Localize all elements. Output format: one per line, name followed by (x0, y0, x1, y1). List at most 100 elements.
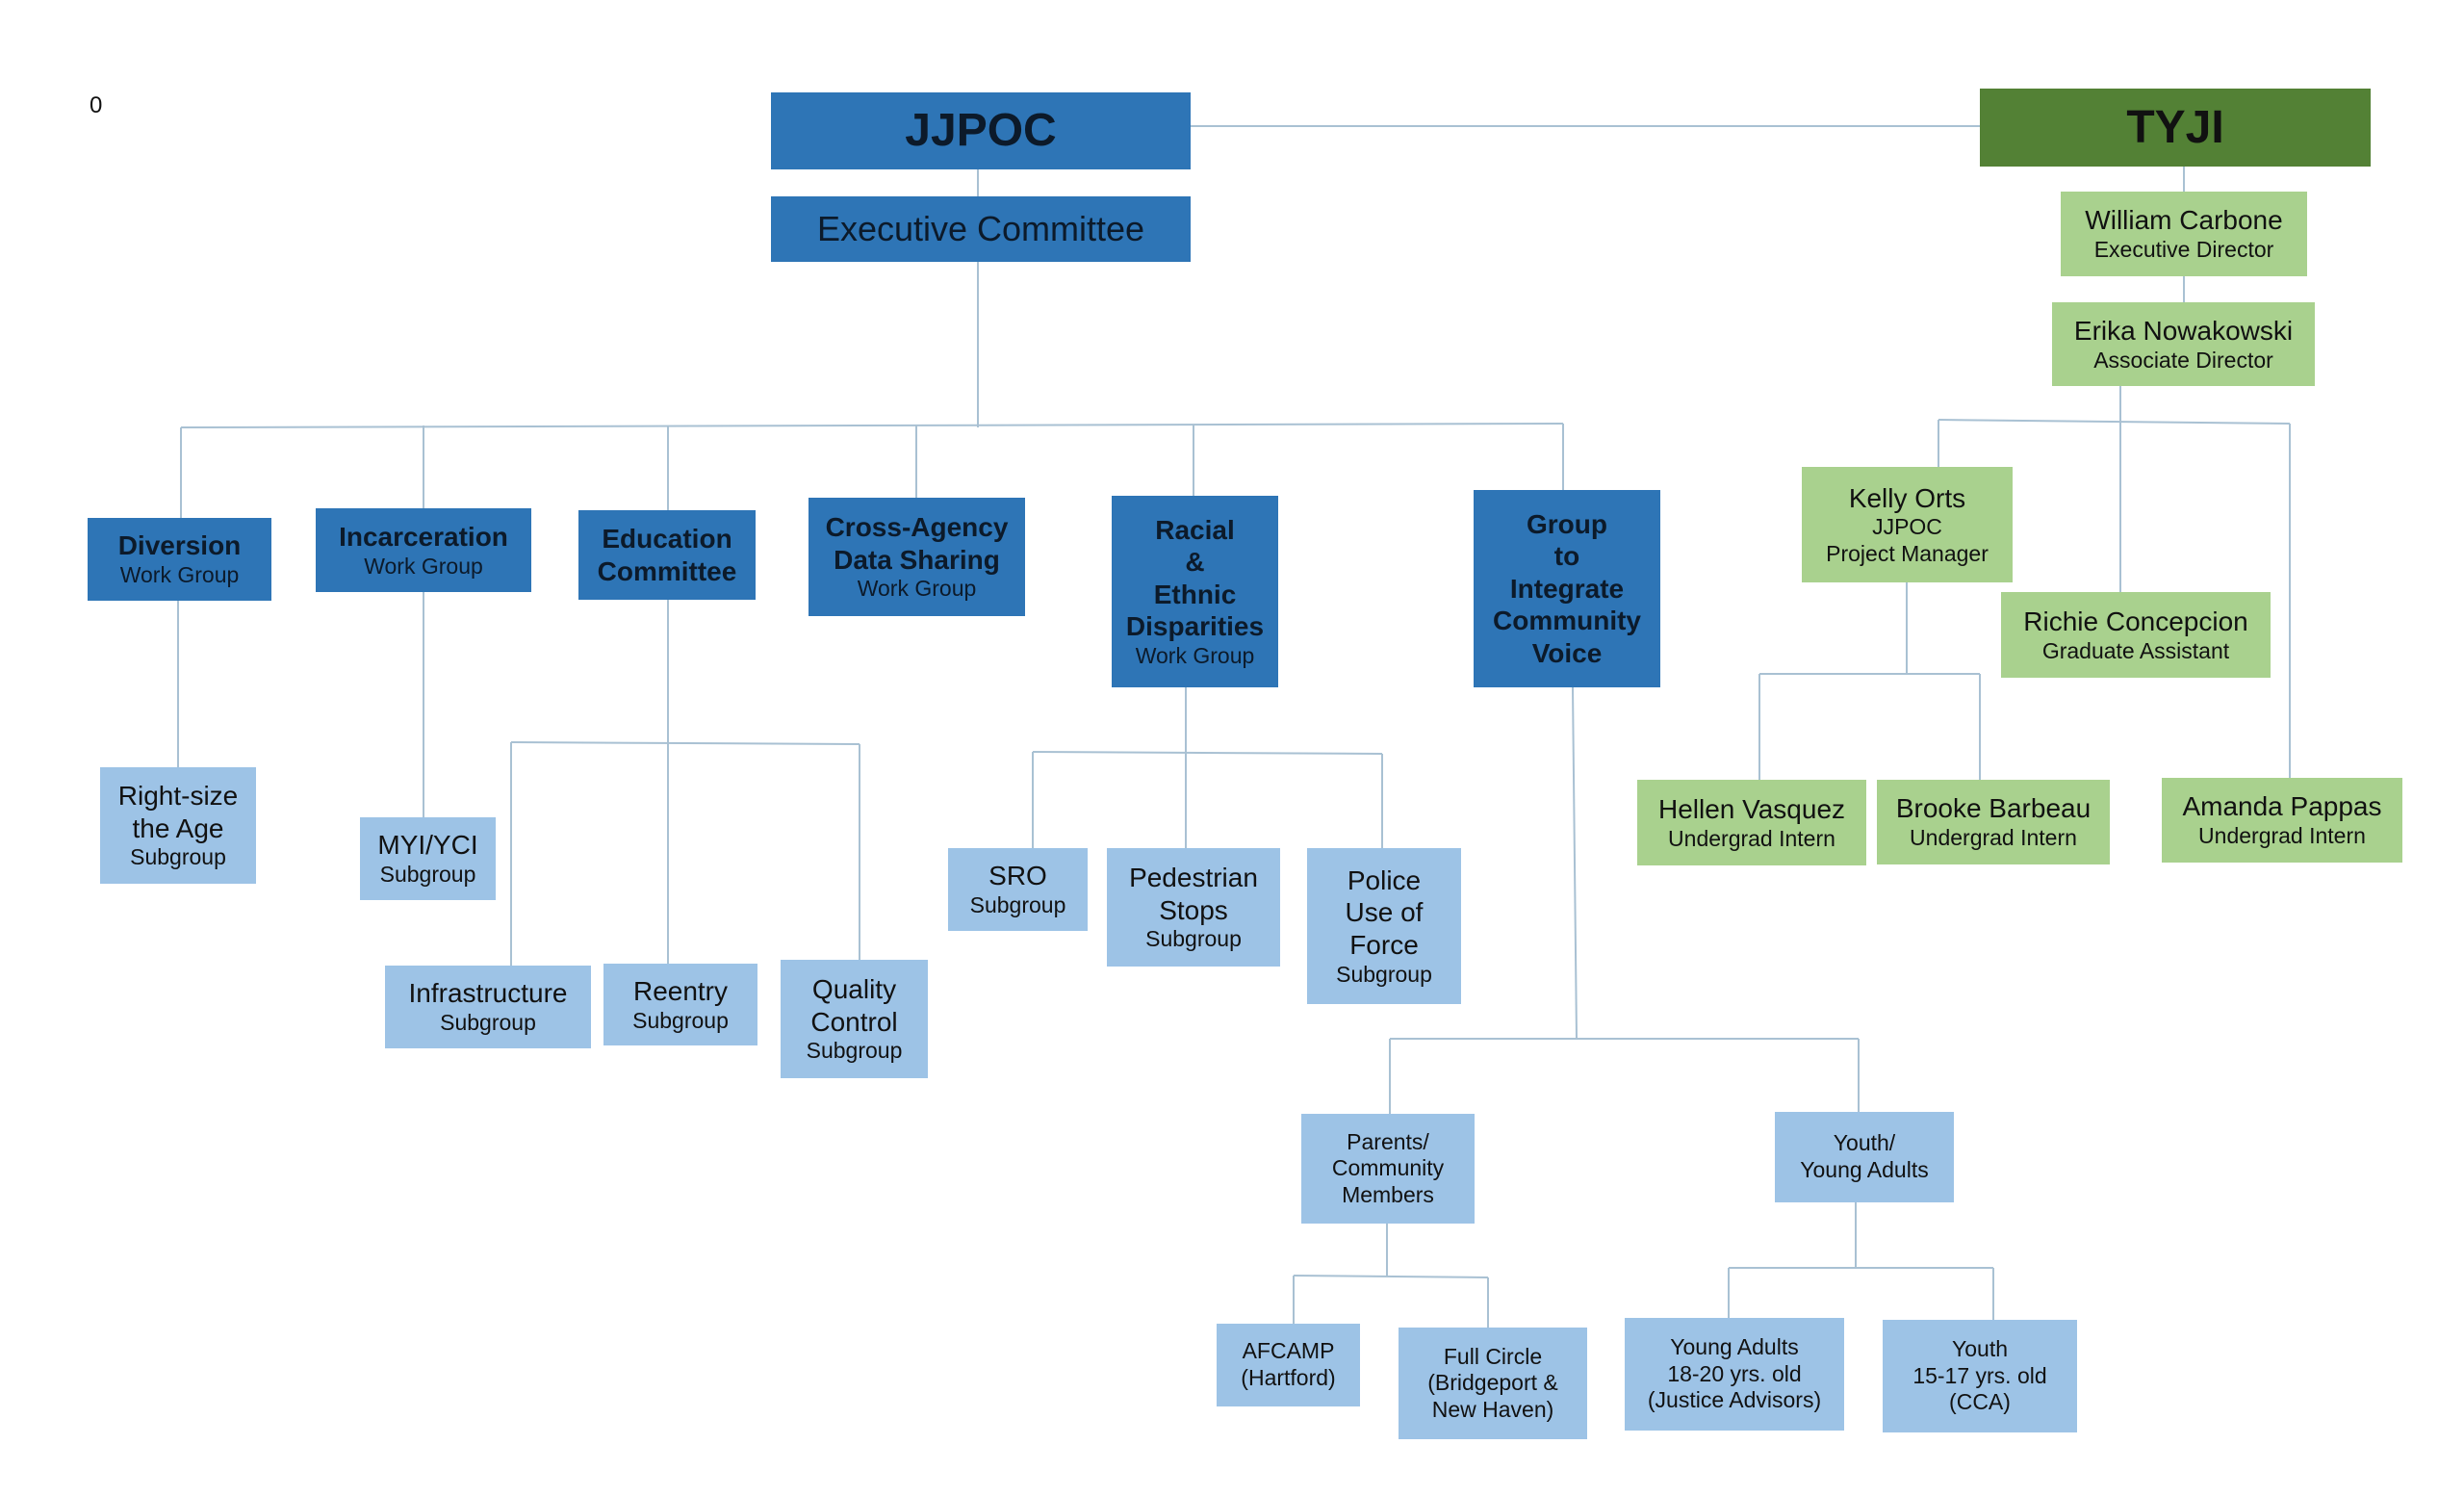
reentry-subgroup: Reentry Subgroup (603, 964, 757, 1045)
youth-line2: 15-17 yrs. old (1912, 1362, 2047, 1388)
barbeau-box: Brooke Barbeau Undergrad Intern (1877, 780, 2110, 864)
youth-adults-line2: Young Adults (1800, 1157, 1929, 1182)
carbone-box: William Carbone Executive Director (2061, 192, 2307, 276)
orts-box: Kelly Orts JJPOC Project Manager (1802, 467, 2013, 582)
barbeau-role: Undergrad Intern (1910, 825, 2077, 850)
youth-box: Youth 15-17 yrs. old (CCA) (1883, 1320, 2077, 1432)
diversion-work-group: Diversion Work Group (88, 518, 271, 601)
community-voice-group: Group to Integrate Community Voice (1474, 490, 1660, 687)
full-circle-line3: New Haven) (1431, 1396, 1554, 1422)
full-circle-line2: (Bridgeport & (1427, 1370, 1558, 1396)
young-adults-line3: (Justice Advisors) (1647, 1387, 1822, 1413)
racial-line2: & (1185, 547, 1205, 578)
myi-sub: Subgroup (379, 862, 476, 887)
cross-agency-work-group: Cross-Agency Data Sharing Work Group (808, 498, 1025, 616)
vasquez-name: Hellen Vasquez (1657, 793, 1846, 824)
parents-line2: Community (1331, 1155, 1445, 1181)
right-size-sub: Subgroup (130, 844, 226, 870)
parents-line1: Parents/ (1347, 1128, 1429, 1154)
pedestrian-stops-subgroup: Pedestrian Stops Subgroup (1107, 848, 1280, 967)
sro-subgroup: SRO Subgroup (948, 848, 1088, 931)
pappas-role: Undergrad Intern (2198, 823, 2366, 848)
youth-line3: (CCA) (1949, 1389, 2011, 1415)
executive-committee-box: Executive Committee (771, 196, 1191, 262)
orts-role1: JJPOC (1872, 514, 1942, 540)
racial-line4: Disparities (1125, 611, 1265, 642)
pappas-name: Amanda Pappas (2182, 791, 2382, 822)
community-line1: Group (1527, 508, 1607, 539)
quality-line1: Quality (811, 974, 897, 1005)
barbeau-name: Brooke Barbeau (1895, 793, 2092, 824)
concepcion-name: Richie Concepcion (2023, 606, 2248, 636)
vasquez-role: Undergrad Intern (1668, 825, 1835, 851)
vasquez-box: Hellen Vasquez Undergrad Intern (1637, 780, 1866, 865)
young-adults-line1: Young Adults (1670, 1334, 1799, 1360)
afcamp-line1: AFCAMP (1242, 1338, 1335, 1364)
infrastructure-subgroup: Infrastructure Subgroup (385, 966, 591, 1048)
cross-agency-line1: Cross-Agency (825, 512, 1009, 543)
executive-committee-label: Executive Committee (816, 209, 1145, 249)
quality-sub: Subgroup (806, 1038, 903, 1064)
racial-sub: Work Group (1135, 642, 1255, 668)
incarceration-sub: Work Group (364, 553, 483, 579)
community-line4: Community (1493, 606, 1641, 636)
community-line2: to (1553, 541, 1580, 572)
education-line1: Education (602, 523, 732, 554)
carbone-role: Executive Director (2093, 237, 2274, 262)
afcamp-line2: (Hartford) (1241, 1365, 1336, 1390)
education-line2: Committee (597, 555, 737, 586)
youth-line1: Youth (1952, 1336, 2008, 1362)
incarceration-title: Incarceration (339, 521, 508, 552)
sro-title: SRO (988, 861, 1047, 891)
incarceration-work-group: Incarceration Work Group (316, 508, 531, 592)
community-line5: Voice (1531, 637, 1603, 668)
sro-sub: Subgroup (969, 892, 1066, 917)
right-size-subgroup: Right-size the Age Subgroup (100, 767, 256, 884)
pedestrian-line2: Stops (1159, 894, 1228, 925)
myi-title: MYI/YCI (377, 830, 478, 861)
young-adults-box: Young Adults 18-20 yrs. old (Justice Adv… (1625, 1318, 1844, 1431)
community-line3: Integrate (1509, 573, 1625, 604)
police-sub: Subgroup (1336, 961, 1432, 987)
pappas-box: Amanda Pappas Undergrad Intern (2162, 778, 2402, 863)
racial-line1: Racial (1155, 514, 1235, 545)
cross-agency-line2: Data Sharing (834, 544, 1000, 575)
full-circle-line1: Full Circle (1443, 1343, 1543, 1369)
cross-agency-sub: Work Group (857, 576, 977, 602)
nowakowski-name: Erika Nowakowski (2073, 315, 2294, 346)
myi-yci-subgroup: MYI/YCI Subgroup (360, 817, 496, 900)
tyji-box: TYJI (1980, 89, 2371, 167)
police-force-subgroup: Police Use of Force Subgroup (1307, 848, 1461, 1004)
police-line1: Police (1347, 864, 1422, 895)
reentry-title: Reentry (632, 975, 729, 1006)
parents-line3: Members (1342, 1181, 1434, 1207)
education-committee: Education Committee (578, 510, 756, 600)
jjpoc-box: JJPOC (771, 92, 1191, 169)
youth-adults-line1: Youth/ (1833, 1130, 1896, 1156)
pedestrian-sub: Subgroup (1145, 926, 1242, 952)
parents-community-box: Parents/ Community Members (1301, 1114, 1475, 1224)
racial-line3: Ethnic (1153, 579, 1237, 609)
reentry-sub: Subgroup (632, 1007, 729, 1033)
concepcion-role: Graduate Assistant (2041, 637, 2230, 663)
right-size-line1: Right-size (117, 781, 239, 812)
youth-young-adults-box: Youth/ Young Adults (1775, 1112, 1954, 1202)
jjpoc-title: JJPOC (905, 105, 1057, 157)
diversion-sub: Work Group (119, 562, 240, 587)
tyji-title: TYJI (2126, 101, 2224, 153)
orts-role2: Project Manager (1826, 540, 1989, 566)
pedestrian-line1: Pedestrian (1129, 863, 1258, 893)
infrastructure-title: Infrastructure (408, 978, 568, 1009)
orts-name: Kelly Orts (1848, 482, 1966, 513)
nowakowski-box: Erika Nowakowski Associate Director (2052, 302, 2315, 386)
page-number: 0 (90, 92, 103, 118)
right-size-line2: the Age (132, 812, 224, 843)
quality-control-subgroup: Quality Control Subgroup (781, 960, 928, 1078)
racial-ethnic-work-group: Racial & Ethnic Disparities Work Group (1112, 496, 1278, 687)
carbone-name: William Carbone (2085, 205, 2283, 236)
full-circle-box: Full Circle (Bridgeport & New Haven) (1399, 1328, 1587, 1439)
young-adults-line2: 18-20 yrs. old (1667, 1360, 1802, 1386)
infrastructure-sub: Subgroup (440, 1010, 536, 1035)
diversion-title: Diversion (117, 530, 242, 561)
